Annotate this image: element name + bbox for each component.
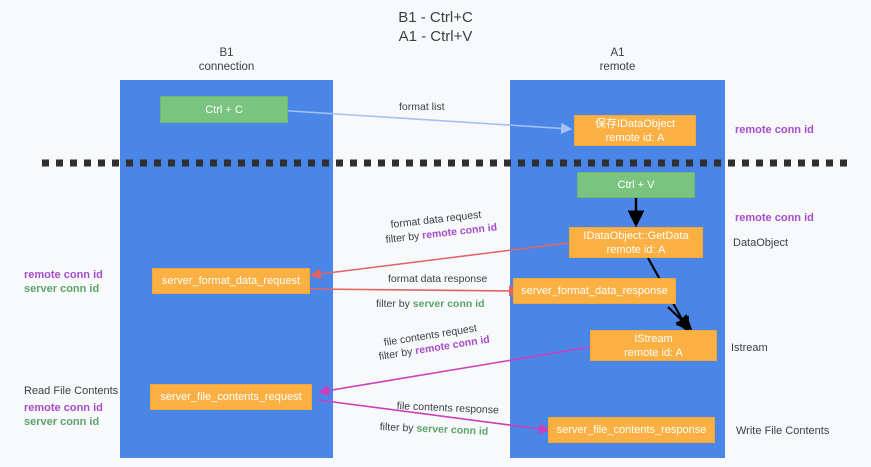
lane-header-a1-name: A1	[610, 47, 625, 59]
lane-header-b1-name: B1	[219, 47, 234, 59]
filter-key-server-conn-id-2: server conn id	[416, 422, 489, 438]
left-label-read-file-contents: Read File Contents	[24, 385, 119, 397]
edge-label-format-list: format list	[399, 101, 445, 113]
filter-key-server-conn-id-1: server conn id	[412, 298, 485, 310]
node-idataobject-getdata-line2: remote id: A	[606, 243, 666, 256]
node-ctrl-v[interactable]: Ctrl + V	[577, 172, 695, 198]
right-label-write-file-contents: Write File Contents	[736, 425, 830, 437]
node-istream-line1: IStream	[634, 332, 673, 345]
left-label-remote-conn-id: remote conn id	[24, 269, 103, 281]
node-server-file-contents-request-label: server_file_contents_request	[160, 391, 302, 403]
node-server-file-contents-request[interactable]: server_file_contents_request	[150, 384, 312, 410]
filter-prefix-1: filter by	[385, 229, 423, 246]
lane-header-b1: B1 connection	[120, 46, 333, 74]
left-label-remote-conn-id-2: remote conn id	[24, 402, 103, 414]
right-label-istream: Istream	[731, 342, 768, 354]
node-save-idataobject-line1: 保存IDataObject	[594, 117, 676, 130]
lane-header-a1: A1 remote	[510, 46, 725, 74]
filter-prefix-4: filter by	[379, 421, 417, 435]
node-server-file-contents-response-label: server_file_contents_response	[556, 424, 707, 436]
node-ctrl-v-label: Ctrl + V	[617, 179, 655, 191]
filter-prefix-2: filter by	[376, 298, 413, 310]
diagram-title: B1 - Ctrl+C A1 - Ctrl+V	[0, 8, 871, 46]
node-server-format-data-request-label: server_format_data_request	[161, 275, 301, 287]
edge-label-format-data-response-filter: filter by server conn id	[376, 298, 485, 311]
node-server-file-contents-response[interactable]: server_file_contents_response	[548, 417, 715, 443]
node-ctrl-c[interactable]: Ctrl + C	[160, 96, 288, 123]
node-idataobject-getdata-line1: IDataObject::GetData	[583, 229, 689, 242]
right-label-dataobject: DataObject	[733, 237, 789, 249]
node-server-format-data-request[interactable]: server_format_data_request	[152, 268, 310, 294]
node-save-idataobject[interactable]: 保存IDataObject remote id: A	[574, 115, 696, 146]
node-ctrl-c-label: Ctrl + C	[205, 103, 243, 116]
node-server-format-data-response[interactable]: server_format_data_response	[513, 278, 676, 304]
edge-label-format-data-response: format data response	[388, 273, 488, 285]
right-label-remote-conn-id-mid: remote conn id	[735, 212, 814, 224]
node-istream[interactable]: IStream remote id: A	[590, 330, 717, 361]
node-idataobject-getdata[interactable]: IDataObject::GetData remote id: A	[569, 227, 703, 258]
node-save-idataobject-line2: remote id: A	[605, 131, 665, 144]
left-label-server-conn-id: server conn id	[24, 283, 100, 295]
filter-prefix-3: filter by	[378, 345, 417, 363]
diagram-title-line2: A1 - Ctrl+V	[398, 28, 473, 45]
left-label-server-conn-id-2: server conn id	[24, 416, 100, 428]
node-istream-line2: remote id: A	[624, 346, 683, 359]
right-label-remote-conn-id-top: remote conn id	[735, 124, 814, 136]
lane-header-a1-subtitle: remote	[599, 61, 636, 73]
diagram-title-line1: B1 - Ctrl+C	[398, 9, 473, 26]
lane-header-b1-subtitle: connection	[198, 61, 255, 73]
edge-label-file-contents-response-filter: filter by server conn id	[379, 421, 488, 439]
edge-label-file-contents-response: file contents response	[396, 400, 500, 417]
node-server-format-data-response-label: server_format_data_response	[521, 285, 668, 297]
arrow-format-data-response	[309, 285, 521, 297]
